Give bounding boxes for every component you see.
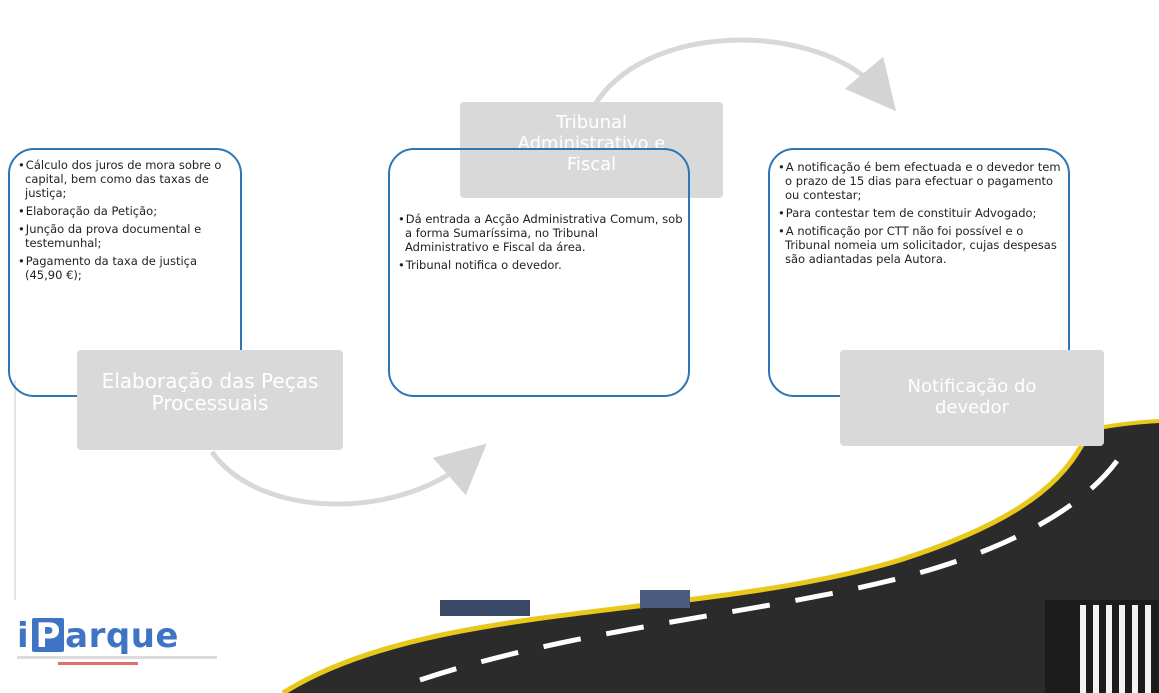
stage-1-title-line: Processuais xyxy=(151,391,269,415)
stage-2-title-line: Fiscal xyxy=(566,154,617,175)
stage-2-bullets: Dá entrada a Acção Administrativa Comum,… xyxy=(398,212,684,276)
stage-3-title: Notificação do devedor xyxy=(840,350,1104,446)
building-block xyxy=(440,600,530,616)
logo-boxed-letter: P xyxy=(32,618,65,654)
stage-3-bullet: Para contestar tem de constituir Advogad… xyxy=(778,206,1062,220)
stage-3-title-line: devedor xyxy=(934,397,1010,418)
stage-3-bullet: A notificação é bem efectuada e o devedo… xyxy=(778,160,1062,202)
crosswalk-area xyxy=(1045,600,1159,693)
road-illustration xyxy=(281,419,1159,693)
stage-card-2 xyxy=(388,148,690,397)
road-center-dashes xyxy=(419,438,1133,683)
logo-tagline-mark xyxy=(58,662,138,665)
stage-2-bullet: Dá entrada a Acção Administrativa Comum,… xyxy=(398,212,684,254)
stage-1-bullets: Cálculo dos juros de mora sobre o capita… xyxy=(18,158,234,286)
stage-2-bullet: Tribunal notifica o devedor. xyxy=(398,258,684,272)
stage-3-title-line: Notificação do xyxy=(907,376,1037,397)
arrow-1-to-2 xyxy=(209,443,487,507)
stage-1-bullet: Elaboração da Petição; xyxy=(18,204,234,218)
road-surface xyxy=(283,420,1159,693)
stage-1-bullet: Pagamento da taxa de justiça (45,90 €); xyxy=(18,254,234,282)
building-block-2 xyxy=(640,590,690,608)
logo-prefix: i xyxy=(17,616,30,656)
road-edge-bottom xyxy=(281,428,1093,693)
stage-1-bullet: Cálculo dos juros de mora sobre o capita… xyxy=(18,158,234,200)
stage-2-title-line: Tribunal xyxy=(555,112,628,133)
stage-3-bullets: A notificação é bem efectuada e o devedo… xyxy=(778,160,1062,270)
stage-1-bullet: Junção da prova documental e testemunhal… xyxy=(18,222,234,250)
crosswalk-stripes xyxy=(1080,605,1151,693)
stage-3-bullet: A notificação por CTT não foi possível e… xyxy=(778,224,1062,266)
logo-underline xyxy=(17,656,217,659)
arrow-2-to-3 xyxy=(589,37,897,112)
stage-1-title-line: Elaboração das Peças xyxy=(101,369,319,393)
stage-1-title: Elaboração das Peças Processuais xyxy=(77,350,343,450)
logo-rest: arque xyxy=(65,616,179,656)
